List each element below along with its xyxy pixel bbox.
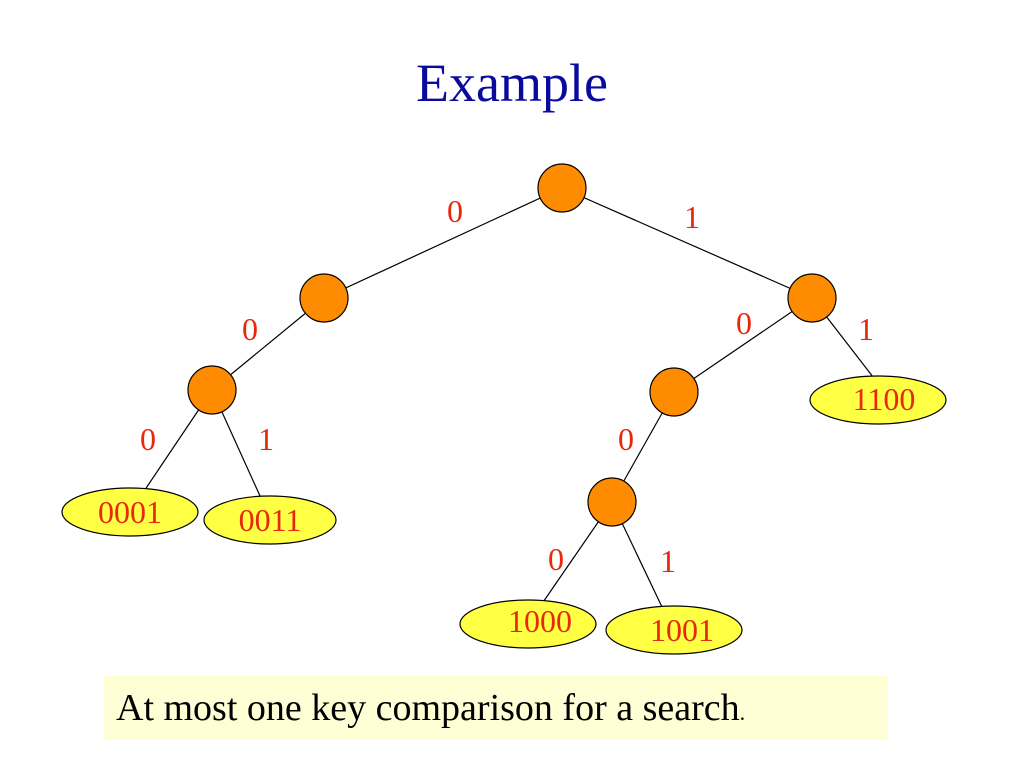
edge-label-rl-left: 0 xyxy=(618,421,634,457)
leaf-label: 1001 xyxy=(650,612,714,648)
edge-label-r-right: 1 xyxy=(858,311,874,347)
edge-label-l-left: 0 xyxy=(242,311,258,347)
leaf-label: 1000 xyxy=(508,603,572,639)
caption: At most one key comparison for a search. xyxy=(116,686,745,730)
leaf-1000: 1000 xyxy=(459,599,597,649)
edge-root-right xyxy=(561,187,813,299)
edge-root-left xyxy=(323,187,563,299)
edge-label-r-left: 0 xyxy=(736,305,752,341)
node-00 xyxy=(187,365,237,415)
leaf-ellipse xyxy=(61,487,199,537)
edge-label-root-left: 0 xyxy=(447,193,463,229)
leaf-nodes: 0001 0011 1000 1001 1100 xyxy=(61,375,947,655)
edge-r-left xyxy=(673,297,813,393)
caption-text: At most one key comparison for a search xyxy=(116,687,740,729)
leaf-ellipse xyxy=(203,495,337,545)
leaf-label: 0011 xyxy=(239,502,302,538)
edge-label-root-right: 1 xyxy=(684,199,700,235)
leaf-0001: 0001 xyxy=(61,487,199,537)
leaf-label: 1100 xyxy=(853,381,916,417)
leaf-ellipse xyxy=(459,599,597,649)
edge-label-ll-left: 0 xyxy=(140,421,156,457)
node-100 xyxy=(587,477,637,527)
node-10 xyxy=(649,367,699,417)
node-1 xyxy=(787,273,837,323)
leaf-ellipse xyxy=(809,375,947,425)
leaf-ellipse xyxy=(605,605,743,655)
edge-labels: 0 1 0 0 1 0 1 0 0 1 xyxy=(140,193,874,579)
internal-nodes xyxy=(187,163,837,527)
edge-label-rll-left: 0 xyxy=(548,541,564,577)
edge-label-rll-right: 1 xyxy=(660,543,676,579)
edge-label-ll-right: 1 xyxy=(258,421,274,457)
caption-period: . xyxy=(739,700,746,725)
slide-title: Example xyxy=(416,53,608,113)
caption-box: At most one key comparison for a search. xyxy=(104,676,888,740)
leaf-label: 0001 xyxy=(98,494,162,530)
tree-edges xyxy=(129,187,881,629)
leaf-1100: 1100 xyxy=(809,375,947,425)
node-0 xyxy=(299,273,349,323)
node-root xyxy=(537,163,587,213)
leaf-1001: 1001 xyxy=(605,605,743,655)
leaf-0011: 0011 xyxy=(203,495,337,545)
